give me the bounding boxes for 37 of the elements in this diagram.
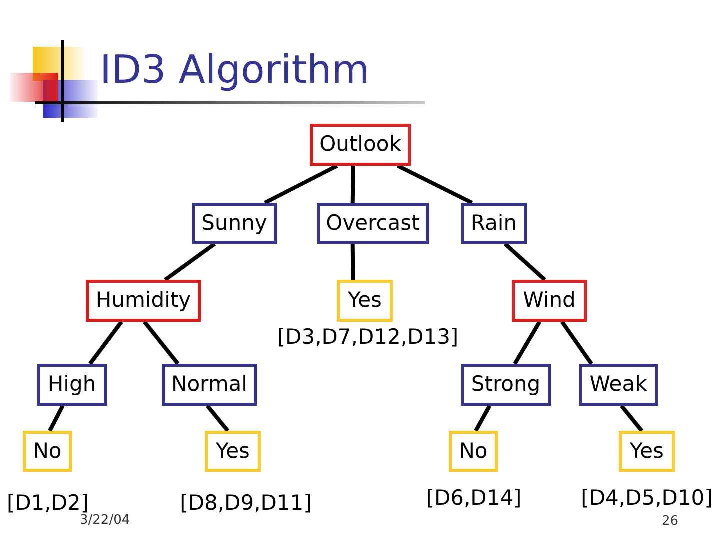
footer-date: 3/22/04 — [80, 514, 130, 528]
tree-branch-line — [350, 166, 356, 204]
slide-title: ID3 Algorithm — [100, 50, 370, 93]
decision-node: Wind — [512, 280, 587, 322]
sample-list: [D6,D14] — [426, 486, 522, 510]
branch-value-box: Overcast — [317, 203, 429, 244]
decision-node: Outlook — [310, 124, 411, 166]
tree-branch-line — [396, 164, 474, 205]
leaf-node: Yes — [205, 431, 261, 472]
branch-value-box: Strong — [461, 364, 551, 406]
branch-value-box: High — [37, 364, 107, 406]
branch-value-box: Weak — [579, 364, 658, 406]
sample-list: [D8,D9,D11] — [180, 490, 312, 516]
sample-list: [D1,D2] — [6, 490, 90, 516]
tree-branch-line — [88, 320, 124, 366]
tree-branch-line — [48, 405, 65, 432]
tree-branch-line — [350, 244, 356, 280]
tree-branch-line — [513, 320, 542, 366]
tree-branch-line — [474, 405, 492, 432]
tree-branch-line — [620, 404, 644, 432]
tree-branch-line — [143, 320, 180, 366]
leaf-node: Yes — [337, 280, 393, 322]
tree-branch-line — [206, 404, 230, 432]
tree-branch-line — [504, 242, 546, 282]
sample-list: [D3,D7,D12,D13] — [277, 324, 459, 350]
tree-branch-line — [264, 164, 338, 205]
leaf-node: No — [23, 431, 72, 472]
tree-branch-line — [164, 242, 216, 282]
branch-value-box: Rain — [461, 203, 527, 244]
page-number: 26 — [662, 515, 679, 530]
branch-value-box: Normal — [162, 364, 257, 406]
sample-list: [D4,D5,D10] — [581, 486, 713, 510]
leaf-node: No — [449, 431, 498, 472]
branch-value-box: Sunny — [192, 203, 277, 244]
decision-node: Humidity — [86, 280, 201, 322]
tree-branch-line — [560, 320, 594, 366]
leaf-node: Yes — [619, 431, 675, 472]
